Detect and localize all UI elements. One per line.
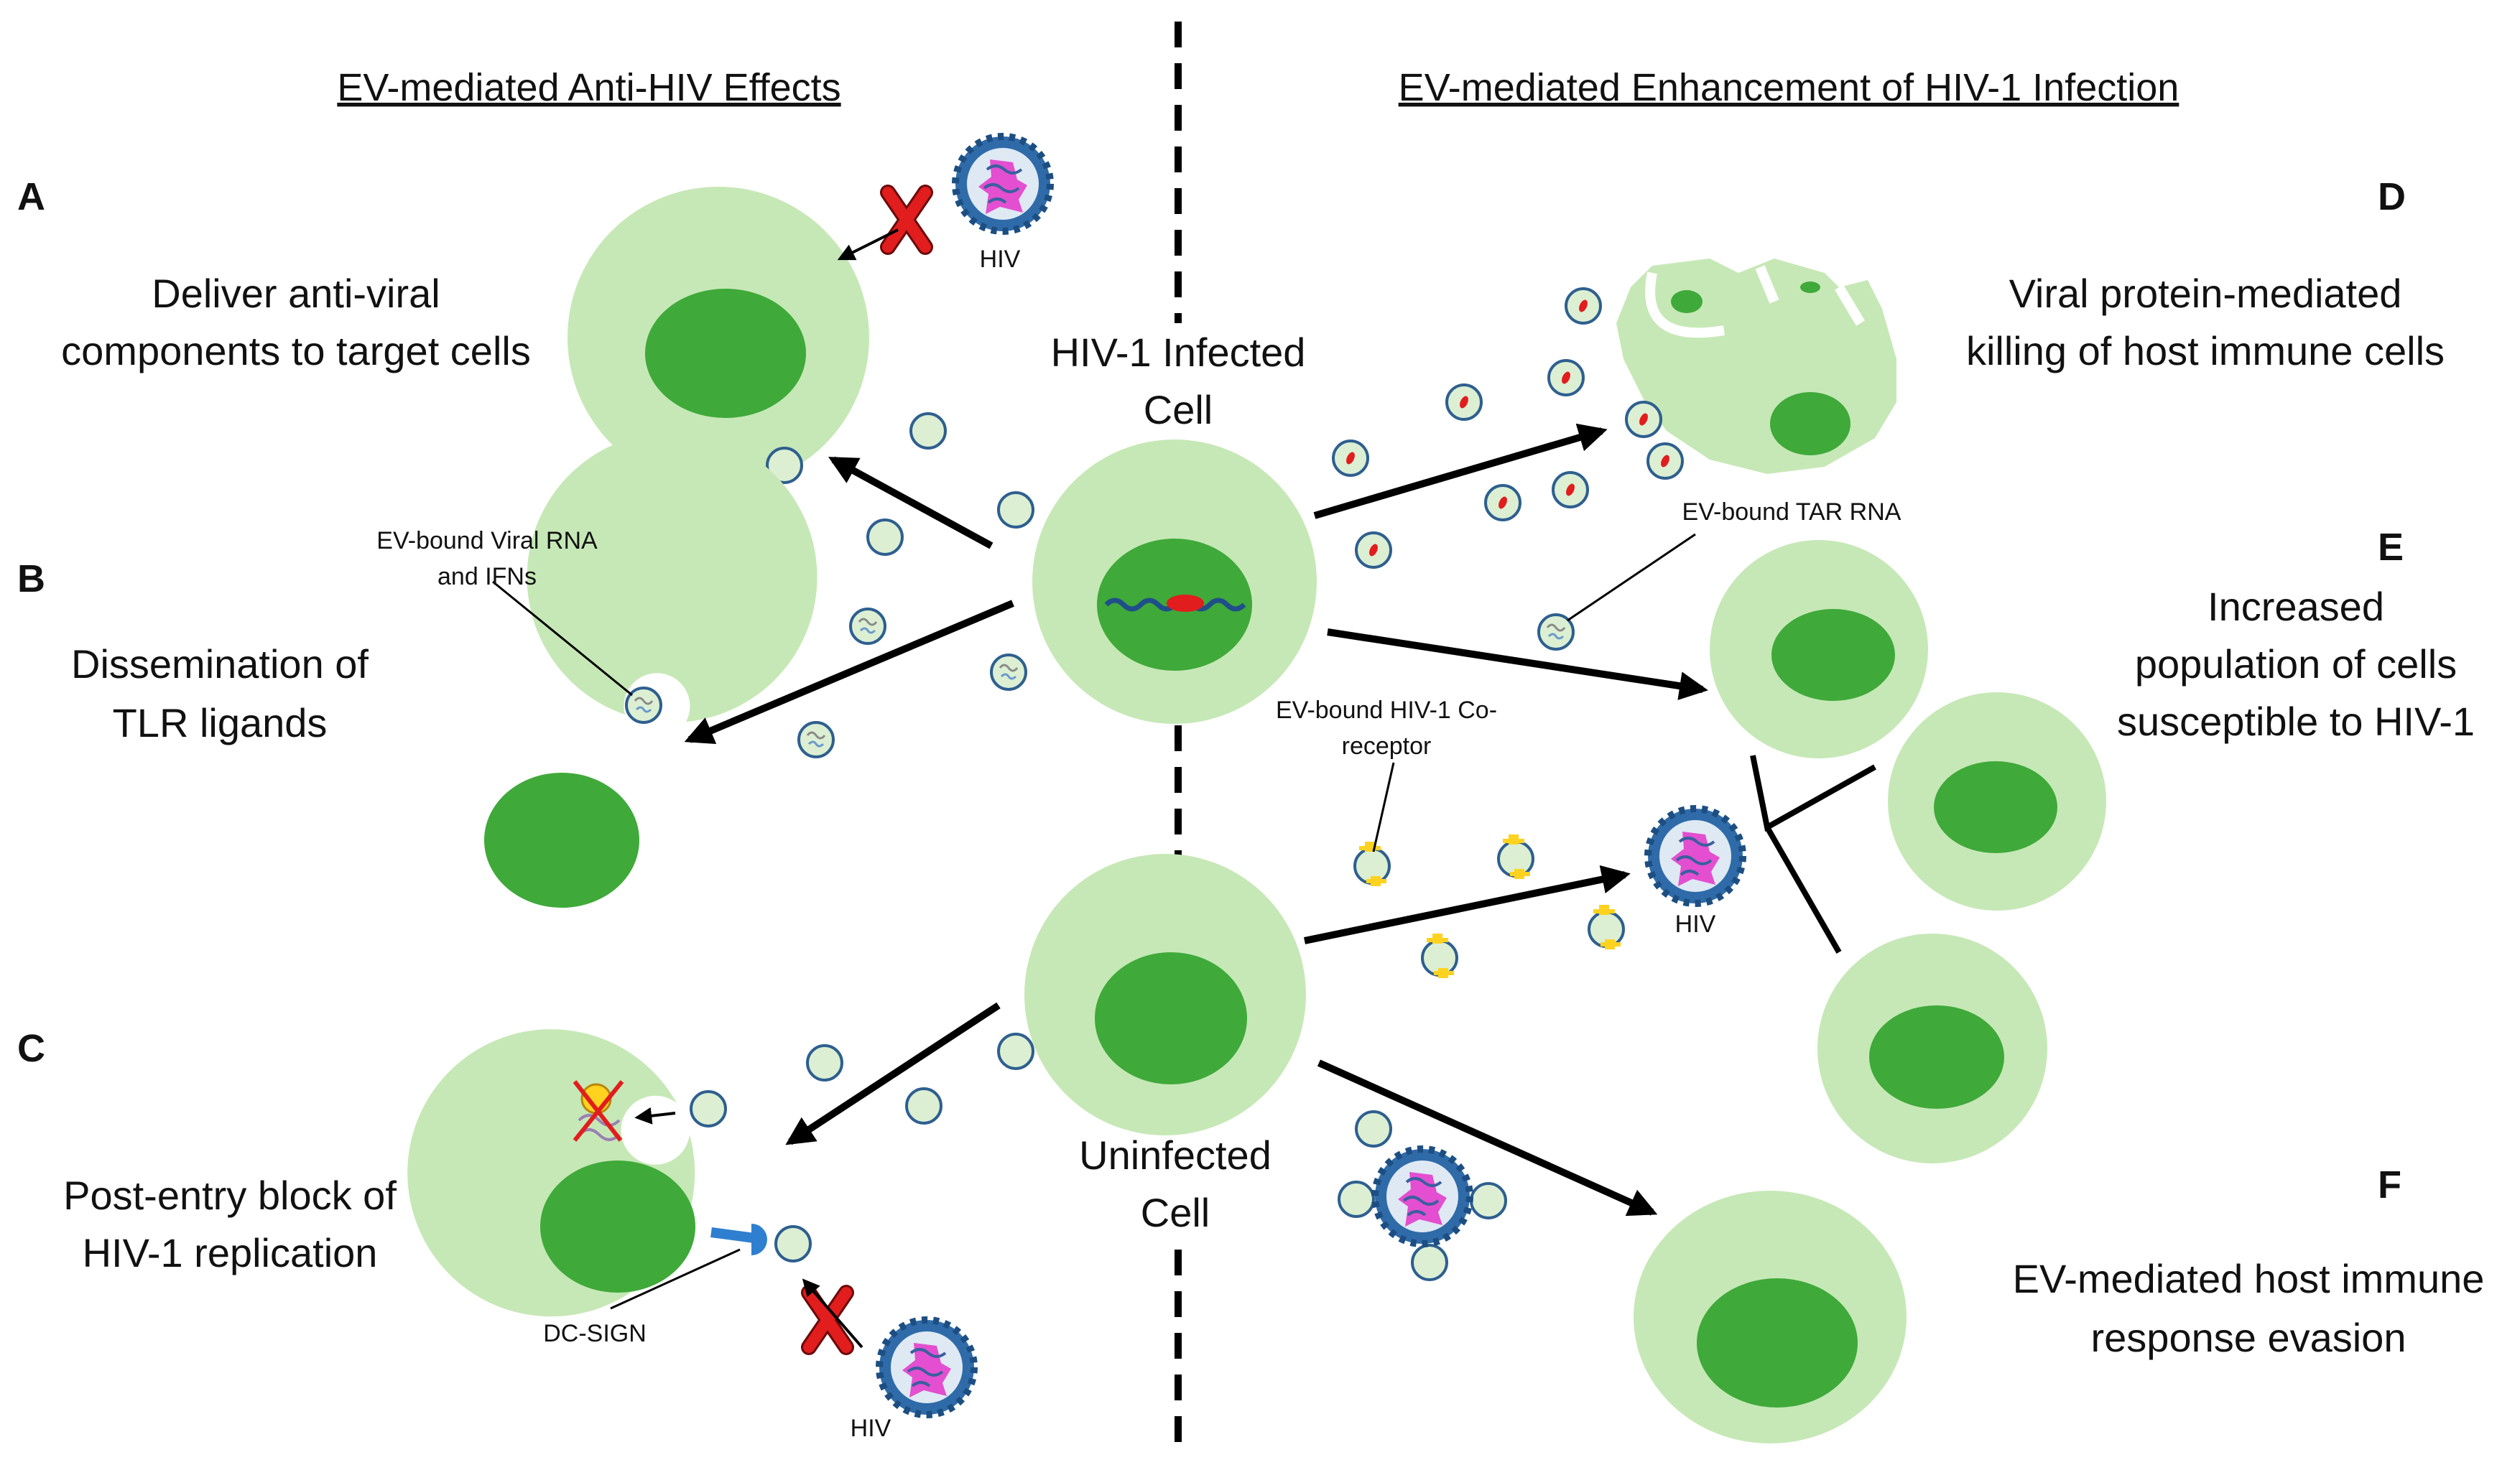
ev-b-3 [797,721,835,758]
hiv-virion-c [879,1320,974,1415]
caption-e: Increased population of cells susceptibl… [2117,584,2475,744]
ev-c-bound [774,1225,812,1262]
ev-d-1 [1565,287,1602,325]
hiv-virion-e [1648,809,1743,903]
caption-c-line-1: Post-entry block of [63,1173,397,1218]
caption-d-line-2: killing of host immune cells [1966,328,2445,373]
branch-lines-e [1750,755,1876,954]
ev-d-6 [1552,471,1589,508]
ev-e-co-1 [1353,840,1391,888]
label-ev-coreceptor-2: receptor [1342,732,1432,760]
caption-a-line-2: components to target cells [61,328,531,373]
label-ev-rna-ifn-1: EV-bound Viral RNA [376,527,598,554]
heading-enhancement: EV-mediated Enhancement of HIV-1 Infecti… [1399,66,2179,109]
ev-e-co-2 [1497,833,1534,880]
panel-letter-b: B [17,557,45,600]
heading-anti-hiv: EV-mediated Anti-HIV Effects [337,66,840,109]
pointer-dc-sign [610,1248,741,1310]
susceptible-cell-e-1 [1710,540,1928,758]
dc-sign-receptor [710,1224,767,1255]
arrow-to-cell-f [1317,1059,1658,1217]
ev-b-1 [849,608,886,645]
uninfected-cell-label-2: Cell [1141,1190,1210,1235]
caption-a: Deliver anti-viral components to target … [61,271,531,373]
caption-c-line-2: HIV-1 replication [83,1230,378,1275]
caption-c: Post-entry block of HIV-1 replication [63,1173,397,1275]
panel-letter-d: D [2378,175,2406,218]
caption-e-line-1: Increased [2208,584,2384,629]
infected-cell-label-1: HIV-1 Infected [1051,330,1306,375]
hiv-label-e: HIV [1675,911,1716,938]
arrow-virus-blocked-a [837,228,899,261]
red-x-icon-c [809,1293,846,1347]
caption-d-line-1: Viral protein-mediated [2009,271,2402,316]
hiv-label-c: HIV [851,1415,891,1442]
red-x-icon-a [888,192,925,247]
hiv-infected-cell [1032,440,1317,724]
damaged-cell-d [1616,259,1896,474]
ev-a-4 [997,491,1034,529]
ev-b-docked [625,687,662,724]
ev-d-3 [1445,383,1483,421]
target-cell-b [484,432,817,908]
arrow-to-cell-b [684,600,1014,744]
caption-b-line-2: TLR ligands [113,700,328,745]
ev-e-co-3 [1421,932,1458,980]
hiv-label-a: HIV [980,246,1021,273]
ev-d-8 [1646,442,1684,480]
arrow-to-cell-a [828,456,993,549]
caption-e-line-3: susceptible to HIV-1 [2117,699,2475,744]
caption-b: Dissemination of TLR ligands [71,641,369,745]
ev-b-2 [990,654,1027,691]
ev-d-9 [1355,531,1392,569]
blocked-replication-icon [573,1080,624,1142]
label-dc-sign: DC-SIGN [543,1320,647,1347]
ev-d-7 [1484,484,1521,521]
uninfected-cell [1024,854,1306,1135]
panel-letter-f: F [2378,1163,2401,1206]
ev-a-3 [866,518,904,556]
ev-a-2 [909,412,947,450]
pointer-ev-coreceptor [1372,762,1395,852]
ev-d-4 [1332,440,1369,477]
susceptible-cell-e-2 [1888,692,2106,911]
caption-f: EV-mediated host immune response evasion [2013,1256,2485,1360]
caption-a-line-1: Deliver anti-viral [152,271,440,316]
infected-cell-label-2: Cell [1144,387,1213,432]
arrow-to-cell-e [1327,628,1708,700]
ev-c-3 [997,1033,1034,1070]
caption-b-line-1: Dissemination of [71,641,369,687]
arrow-into-cell-c [634,1107,676,1125]
host-immune-cell-f [1634,1191,1907,1443]
pointer-ev-tar [1567,533,1696,622]
hiv-virion-a [955,136,1050,231]
pointer-ev-rna [492,580,633,697]
susceptible-cell-e-3 [1817,934,2047,1163]
ev-e-co-4 [1588,903,1625,951]
arrow-to-hiv-e [1303,865,1631,944]
target-cell-c [407,1029,695,1317]
target-cell-a [568,187,869,488]
caption-f-line-2: response evasion [2091,1315,2406,1360]
ev-c-1 [806,1044,843,1082]
caption-f-line-1: EV-mediated host immune [2013,1256,2485,1301]
arrow-to-cell-c [785,1002,1001,1145]
panel-letter-e: E [2378,526,2404,569]
arrow-to-cell-d [1313,423,1608,519]
ev-d-2 [1547,359,1585,396]
label-ev-rna-ifn-2: and IFNs [437,563,537,590]
caption-e-line-2: population of cells [2135,641,2457,687]
caption-d: Viral protein-mediated killing of host i… [1966,271,2445,373]
arrow-virus-blocked-c [802,1278,863,1349]
panel-letter-c: C [17,1027,45,1070]
uninfected-cell-label-1: Uninfected [1079,1133,1271,1178]
ev-c-2 [905,1087,942,1125]
ev-c-docked [690,1090,727,1127]
label-ev-coreceptor-1: EV-bound HIV-1 Co- [1276,697,1497,724]
label-ev-tar: EV-bound TAR RNA [1682,498,1901,526]
ev-d-5 [1625,401,1662,438]
panel-letter-a: A [17,175,45,218]
